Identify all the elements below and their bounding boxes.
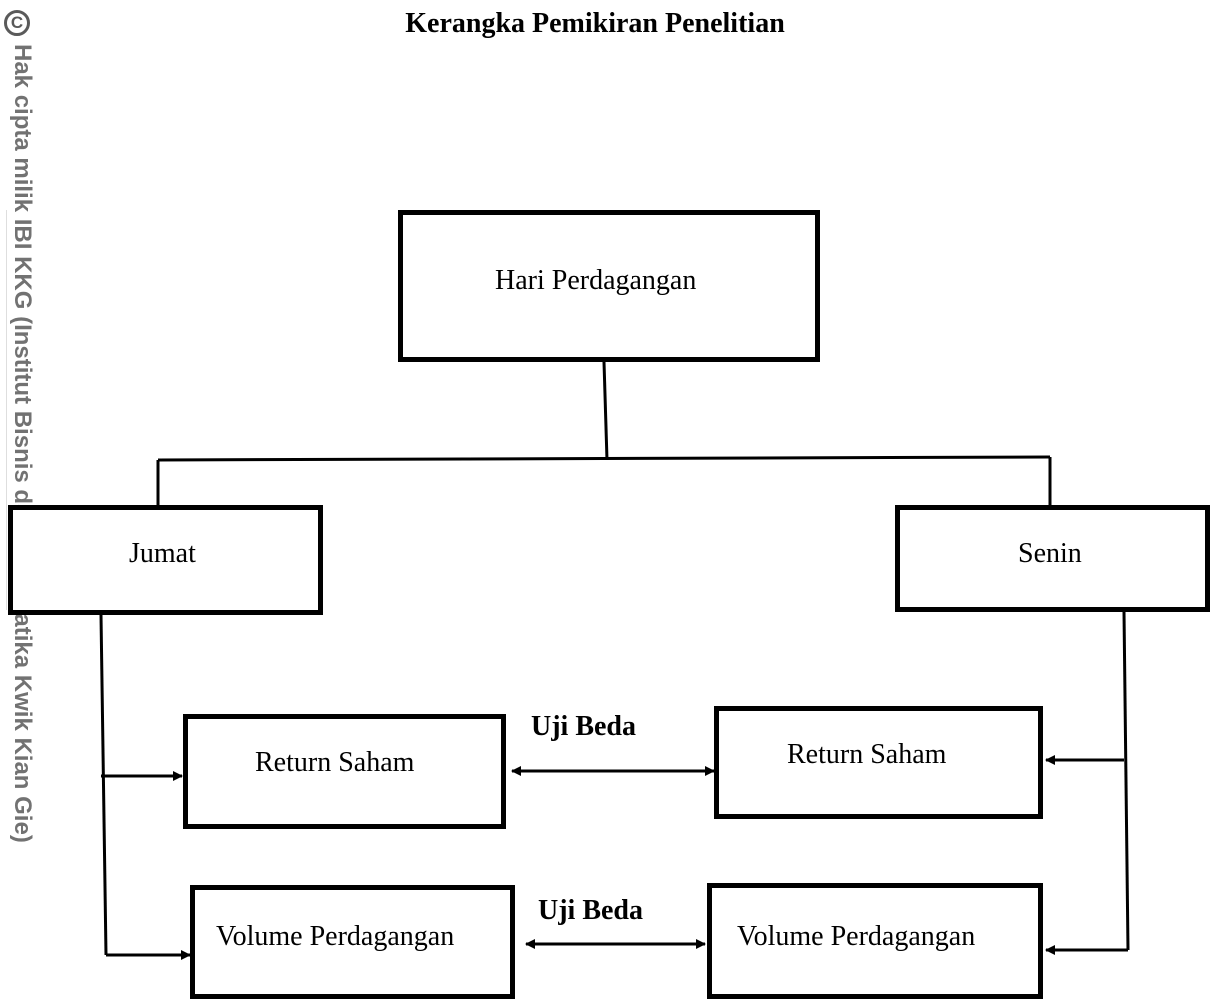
node-return-saham-right: Return Saham — [714, 706, 1043, 819]
line-hari-down — [602, 361, 609, 461]
copyright-icon: C — [4, 10, 30, 36]
line-horizontal-branch — [157, 455, 1051, 462]
uji-beda-label-return: Uji Beda — [531, 711, 636, 742]
node-hari-perdagangan-label: Hari Perdagangan — [495, 265, 697, 296]
node-senin: Senin — [895, 505, 1210, 612]
line-senin-trunk — [1122, 611, 1130, 951]
node-volume-perdagangan-right-label: Volume Perdagangan — [737, 921, 976, 952]
node-return-saham-left: Return Saham — [183, 714, 506, 829]
node-volume-perdagangan-right: Volume Perdagangan — [707, 883, 1043, 999]
node-return-saham-left-label: Return Saham — [255, 747, 415, 778]
uji-beda-label-volume: Uji Beda — [538, 895, 643, 926]
node-jumat: Jumat — [8, 505, 323, 615]
node-jumat-label: Jumat — [129, 538, 196, 569]
diagram-title: Kerangka Pemikiran Penelitian — [405, 8, 785, 39]
line-jumat-trunk — [99, 614, 108, 956]
copyright-watermark: C Hak cipta milik IBI KKG (Institut Bisn… — [0, 0, 40, 1001]
node-hari-perdagangan: Hari Perdagangan — [398, 210, 820, 362]
watermark-faint-line — [6, 210, 17, 610]
node-volume-perdagangan-left-label: Volume Perdagangan — [216, 921, 455, 952]
node-volume-perdagangan-left: Volume Perdagangan — [190, 885, 515, 999]
node-return-saham-right-label: Return Saham — [787, 739, 947, 770]
node-senin-label: Senin — [1018, 538, 1082, 569]
